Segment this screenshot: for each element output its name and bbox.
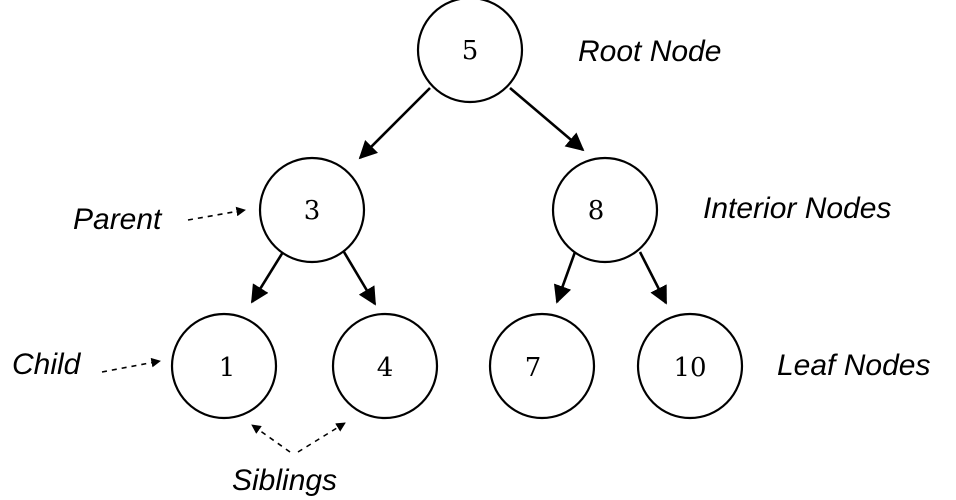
siblings-label: Siblings — [232, 464, 337, 497]
edge-8-7 — [553, 251, 577, 304]
node-left-interior-value: 3 — [304, 196, 321, 226]
node-leaf-4: 4 — [331, 312, 439, 420]
siblings-pointer-arrow-right — [297, 422, 346, 453]
leaf-nodes-label: Leaf Nodes — [777, 349, 930, 382]
node-leaf-7-value: 7 — [525, 353, 542, 383]
child-label: Child — [12, 348, 82, 381]
node-left-interior: 3 — [258, 156, 366, 264]
edge-8-10 — [638, 251, 668, 305]
node-leaf-1: 1 — [170, 312, 278, 420]
parent-pointer-arrow — [187, 206, 246, 221]
node-leaf-1-value: 1 — [219, 353, 236, 383]
node-right-interior: 8 — [551, 156, 659, 264]
root-node-label: Root Node — [578, 35, 721, 68]
node-root: 5 — [416, 0, 524, 104]
node-leaf-10-value: 10 — [673, 353, 706, 383]
edge-3-4 — [342, 251, 377, 306]
node-leaf-10: 10 — [636, 312, 744, 420]
node-leaf-7: 7 — [488, 312, 596, 420]
child-pointer-arrow — [101, 357, 161, 373]
siblings-pointer-arrow-left — [251, 424, 291, 453]
edge-3-1 — [250, 251, 285, 304]
interior-nodes-label: Interior Nodes — [703, 192, 891, 225]
node-leaf-4-value: 4 — [377, 353, 394, 383]
node-right-interior-value: 8 — [588, 196, 605, 226]
parent-label: Parent — [73, 203, 163, 236]
edge-5-3 — [358, 87, 431, 160]
node-root-value: 5 — [462, 36, 479, 66]
edge-5-8 — [509, 87, 585, 152]
